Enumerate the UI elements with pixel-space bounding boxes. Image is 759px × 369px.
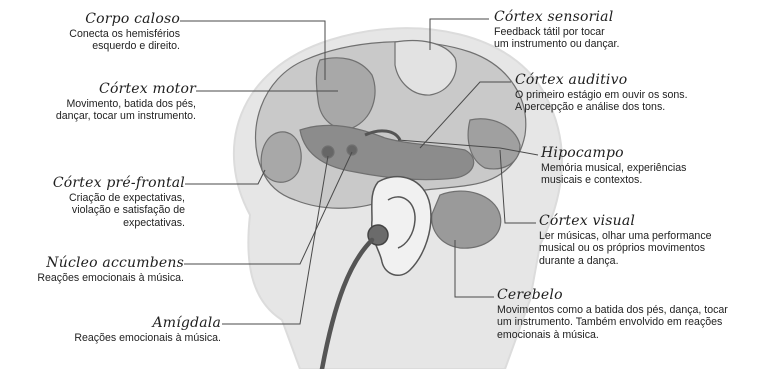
label-cortex-pre-frontal: Córtex pré-frontal Criação de expectativ…: [53, 175, 185, 229]
desc-cortex-visual-2: musical ou os próprios movimentos: [539, 242, 712, 255]
desc-amigdala-1: Reações emocionais à música.: [74, 332, 221, 345]
desc-cortex-visual-3: durante a dança.: [539, 255, 712, 268]
title-cortex-sensorial: Córtex sensorial: [494, 9, 619, 26]
label-amigdala: Amígdala Reações emocionais à música.: [74, 315, 221, 344]
desc-cortex-sensorial-2: um instrumento ou dançar.: [494, 38, 619, 51]
desc-cerebelo-2: um instrumento. Também envolvido em reaç…: [497, 316, 728, 329]
label-cortex-motor: Córtex motor Movimento, batida dos pés, …: [56, 81, 196, 123]
title-cortex-auditivo: Córtex auditivo: [515, 72, 688, 89]
title-cerebelo: Cerebelo: [497, 287, 728, 304]
desc-cortex-auditivo-2: A percepção e análise dos tons.: [515, 101, 688, 114]
label-nucleo-accumbens: Núcleo accumbens Reações emocionais à mú…: [37, 255, 184, 284]
label-cortex-sensorial: Córtex sensorial Feedback tátil por toca…: [494, 9, 619, 51]
label-hipocampo: Hipocampo Memória musical, experiências …: [541, 145, 686, 187]
desc-cortex-motor-1: Movimento, batida dos pés,: [56, 98, 196, 111]
desc-cortex-auditivo-1: O primeiro estágio em ouvir os sons.: [515, 89, 688, 102]
desc-cerebelo-1: Movimentos como a batida dos pés, dança,…: [497, 304, 728, 317]
title-corpo-caloso: Corpo caloso: [69, 11, 180, 28]
prefrontal-region: [261, 132, 301, 182]
title-hipocampo: Hipocampo: [541, 145, 686, 162]
title-cortex-pre-frontal: Córtex pré-frontal: [53, 175, 185, 192]
desc-cortex-motor-2: dançar, tocar um instrumento.: [56, 110, 196, 123]
desc-cortex-pre-frontal-3: expectativas.: [53, 217, 185, 230]
desc-hipocampo-1: Memória musical, experiências: [541, 162, 686, 175]
desc-cortex-visual-1: Ler músicas, olhar uma performance: [539, 230, 712, 243]
desc-cortex-sensorial-1: Feedback tátil por tocar: [494, 26, 619, 39]
nucleus-marker: [347, 145, 357, 155]
desc-corpo-caloso-2: esquerdo e direito.: [69, 40, 180, 53]
label-cortex-auditivo: Córtex auditivo O primeiro estágio em ou…: [515, 72, 688, 114]
cerebellum: [432, 191, 501, 248]
title-cortex-visual: Córtex visual: [539, 213, 712, 230]
label-cortex-visual: Córtex visual Ler músicas, olhar uma per…: [539, 213, 712, 267]
desc-nucleo-accumbens-1: Reações emocionais à música.: [37, 272, 184, 285]
label-corpo-caloso: Corpo caloso Conecta os hemisférios esqu…: [69, 11, 180, 53]
desc-cerebelo-3: emocionais à música.: [497, 329, 728, 342]
desc-hipocampo-2: musicais e contextos.: [541, 174, 686, 187]
title-amigdala: Amígdala: [74, 315, 221, 332]
desc-corpo-caloso-1: Conecta os hemisférios: [69, 28, 180, 41]
label-cerebelo: Cerebelo Movimentos como a batida dos pé…: [497, 287, 728, 341]
desc-cortex-pre-frontal-2: violação e satisfação de: [53, 204, 185, 217]
desc-cortex-pre-frontal-1: Criação de expectativas,: [53, 192, 185, 205]
title-cortex-motor: Córtex motor: [56, 81, 196, 98]
title-nucleo-accumbens: Núcleo accumbens: [37, 255, 184, 272]
